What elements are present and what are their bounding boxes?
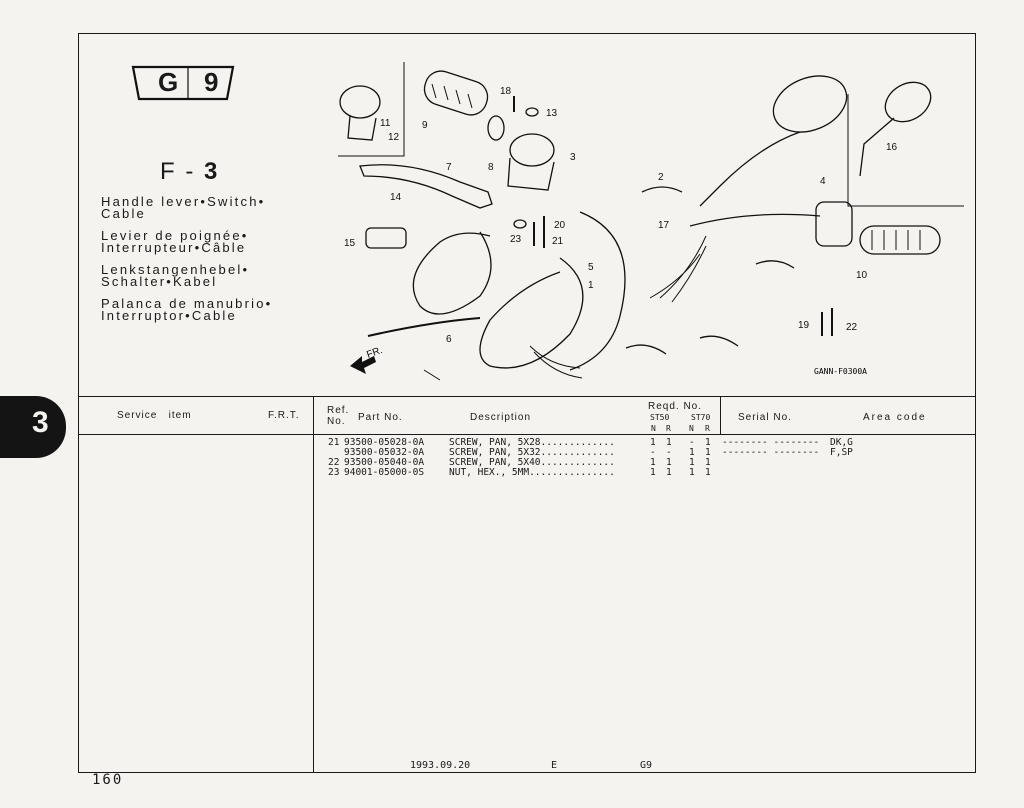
- qty: -: [650, 447, 656, 458]
- table-row: 22 93500-05040-0A SCREW, PAN, 5X40......…: [328, 457, 968, 468]
- ref-no: 23: [328, 467, 340, 478]
- header-sub-r1: R: [666, 424, 671, 433]
- ref-no: 21: [328, 437, 340, 448]
- callout-14: 14: [390, 192, 402, 203]
- callout-16: 16: [886, 142, 898, 153]
- section-tab-label: 3: [32, 406, 49, 439]
- header-area-code: Area code: [863, 412, 927, 423]
- description: SCREW, PAN, 5X28.............: [449, 437, 615, 448]
- serial-no: -------- --------: [722, 437, 820, 448]
- page-number: 160: [92, 772, 124, 788]
- header-model-b: ST70: [691, 413, 711, 422]
- header-sub-n1: N: [651, 424, 656, 433]
- description: SCREW, PAN, 5X32.............: [449, 447, 615, 458]
- figure-code-number: 3: [204, 158, 220, 185]
- group-number: 9: [204, 67, 219, 97]
- callout-9: 9: [422, 120, 428, 131]
- diagram-code: GANN-F0300A: [814, 367, 867, 376]
- area-code: DK,G: [830, 437, 853, 448]
- title-english: Handle lever•Switch•Cable: [101, 194, 266, 221]
- qty: -: [666, 447, 672, 458]
- description: NUT, HEX., 5MM...............: [449, 467, 615, 478]
- service-column-divider: [313, 396, 314, 772]
- group-box: G 9: [130, 64, 236, 102]
- callout-10: 10: [856, 270, 868, 281]
- callout-2: 2: [658, 172, 664, 183]
- area-code: F,SP: [830, 447, 853, 458]
- serial-no: -------- --------: [722, 447, 820, 458]
- part-no: 93500-05040-0A: [344, 457, 425, 468]
- callout-23: 23: [510, 234, 522, 245]
- qty: 1: [650, 437, 656, 448]
- qty: 1: [650, 457, 656, 468]
- title-german: Lenkstangenhebel•Schalter•Kabel: [101, 262, 250, 289]
- description: SCREW, PAN, 5X40.............: [449, 457, 615, 468]
- table-row: 93500-05032-0A SCREW, PAN, 5X32.........…: [328, 447, 968, 458]
- qty: 1: [705, 447, 711, 458]
- qty: 1: [666, 467, 672, 478]
- header-service-item: Service item: [117, 410, 192, 421]
- header-model-a: ST50: [650, 413, 670, 422]
- callout-7: 7: [446, 162, 452, 173]
- footer-group-code: G9: [640, 760, 653, 771]
- footer-date: 1993.09.20: [410, 760, 471, 771]
- callout-6: 6: [446, 334, 452, 345]
- callout-22: 22: [846, 322, 858, 333]
- qty: 1: [689, 457, 695, 468]
- direction-label: FR.: [365, 345, 384, 361]
- exploded-parts-diagram: FR. 1 2 3 4 5 6 7 8 9 10 11 12 13 14 15 …: [338, 62, 964, 381]
- part-no: 94001-05000-0S: [344, 467, 425, 478]
- qty: -: [689, 437, 695, 448]
- callout-5: 5: [588, 262, 594, 273]
- callout-19: 19: [798, 320, 810, 331]
- callout-21: 21: [552, 236, 564, 247]
- header-description: Description: [470, 412, 532, 423]
- callout-3: 3: [570, 152, 576, 163]
- header-ref-no: Ref.No.: [327, 405, 350, 427]
- group-letter: G: [158, 67, 179, 97]
- header-divider: [78, 434, 976, 435]
- part-no: 93500-05028-0A: [344, 437, 425, 448]
- table-row: 23 94001-05000-0S NUT, HEX., 5MM........…: [328, 467, 968, 478]
- serial-column-divider: [720, 396, 721, 434]
- callout-1: 1: [588, 280, 594, 291]
- page-frame: [78, 33, 976, 773]
- title-spanish: Palanca de manubrio•Interruptor•Cable: [101, 296, 273, 323]
- qty: 1: [689, 447, 695, 458]
- footer-edition: E: [551, 760, 558, 771]
- diagram-divider: [78, 396, 976, 397]
- qty: 1: [705, 457, 711, 468]
- callout-12: 12: [388, 132, 400, 143]
- qty: 1: [666, 457, 672, 468]
- qty: 1: [650, 467, 656, 478]
- header-serial-no: Serial No.: [738, 412, 792, 423]
- callout-11: 11: [380, 118, 391, 129]
- table-row: 21 93500-05028-0A SCREW, PAN, 5X28......…: [328, 437, 968, 448]
- header-sub-n2: N: [689, 424, 694, 433]
- figure-code-prefix: F -: [160, 158, 196, 185]
- qty: 1: [705, 467, 711, 478]
- callout-8: 8: [488, 162, 494, 173]
- figure-code: F - 3: [160, 158, 219, 186]
- qty: 1: [689, 467, 695, 478]
- callout-15: 15: [344, 238, 356, 249]
- callout-13: 13: [546, 108, 558, 119]
- callout-18: 18: [500, 86, 512, 97]
- qty: 1: [666, 437, 672, 448]
- header-sub-r2: R: [705, 424, 710, 433]
- part-no: 93500-05032-0A: [344, 447, 425, 458]
- header-reqd-no: Reqd. No.: [648, 401, 703, 412]
- callout-20: 20: [554, 220, 566, 231]
- header-frt: F.R.T.: [268, 410, 300, 421]
- callout-4: 4: [820, 176, 826, 187]
- header-part-no: Part No.: [358, 412, 403, 423]
- section-tab: 3: [0, 396, 66, 458]
- ref-no: 22: [328, 457, 340, 468]
- title-french: Levier de poignée•Interrupteur•Câble: [101, 228, 249, 255]
- callout-17: 17: [658, 220, 670, 231]
- qty: 1: [705, 437, 711, 448]
